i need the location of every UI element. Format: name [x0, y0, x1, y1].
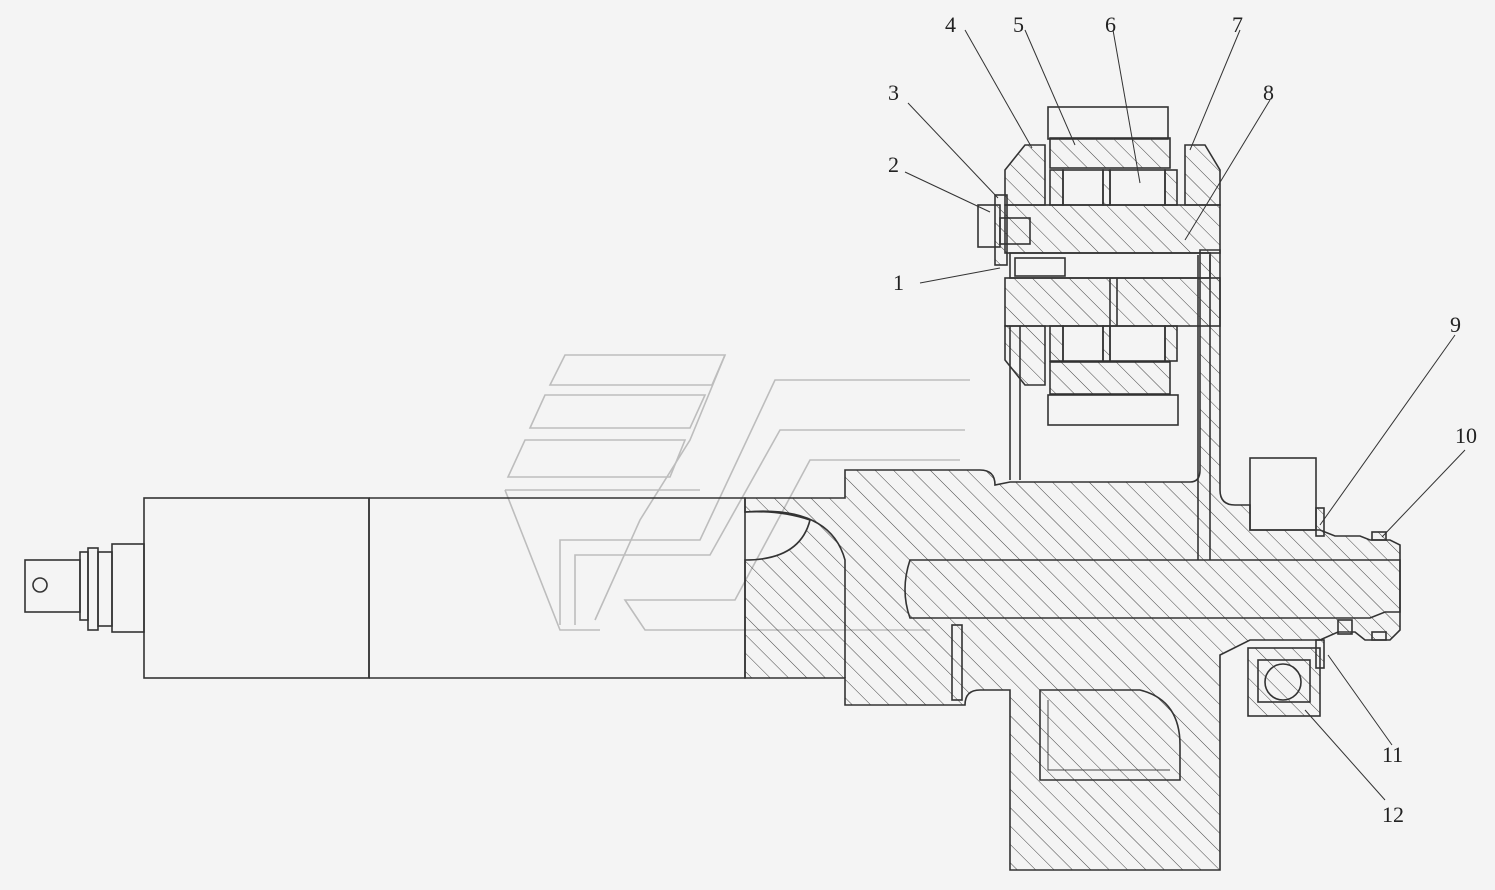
- bearing-housing-upper: [977, 106, 1221, 480]
- watermark-logo: [504, 354, 970, 631]
- right-bearing: [1247, 457, 1387, 717]
- callout-3: 3: [888, 80, 899, 105]
- callout-8: 8: [1263, 80, 1274, 105]
- callout-2: 2: [888, 152, 899, 177]
- callout-labels: 1 2 3 4 5 6 7 8 9 10 11 12: [888, 12, 1477, 827]
- callout-6: 6: [1105, 12, 1116, 37]
- callout-12: 12: [1382, 802, 1404, 827]
- callout-4: 4: [945, 12, 956, 37]
- callout-11: 11: [1382, 742, 1403, 767]
- callout-10: 10: [1455, 423, 1477, 448]
- leader-lines: [904, 29, 1466, 801]
- callout-5: 5: [1013, 12, 1024, 37]
- callout-9: 9: [1450, 312, 1461, 337]
- callout-1: 1: [893, 270, 904, 295]
- hub-body: [744, 249, 1401, 871]
- tool-shank: [24, 497, 746, 679]
- callout-7: 7: [1232, 12, 1243, 37]
